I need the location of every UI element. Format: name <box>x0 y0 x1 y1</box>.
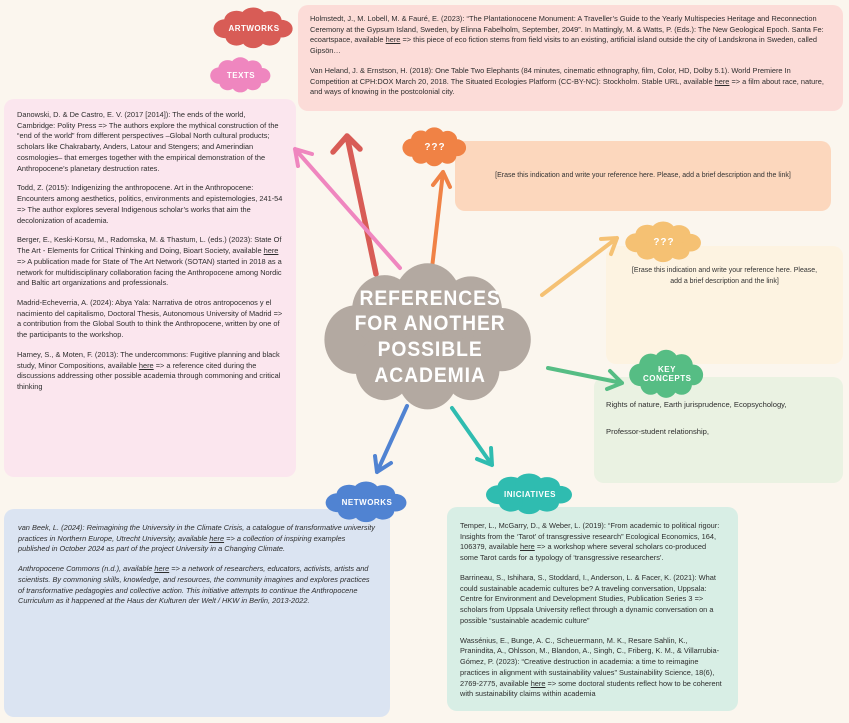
placeholder-text: [Erase this indication and write your re… <box>631 267 818 285</box>
arrow-to-artworks[interactable] <box>330 133 379 277</box>
paragraph: Anthropocene Commons (n.d.), available h… <box>18 564 370 606</box>
paragraph: REFERENCES <box>359 286 501 310</box>
paragraph: Berger, E., Keski-Korsu, M., Radomska, M… <box>17 235 282 288</box>
placeholder-text: [Erase this indication and write your re… <box>495 171 791 179</box>
cloud-iniciatives-label: INICIATIVES <box>503 489 557 499</box>
paragraph: Van Heland, J. & Ernstson, H. (2018): On… <box>310 65 824 97</box>
cloud-key-concepts-label: KEY CONCEPTS <box>643 365 692 383</box>
cloud-unknown2[interactable]: ??? <box>620 220 708 264</box>
cloud-key-concepts[interactable]: KEY CONCEPTS <box>624 348 710 400</box>
paragraph: Barrineau, S., Ishihara, S., Stoddard, I… <box>460 572 716 625</box>
cloud-networks-label: NETWORKS <box>341 497 393 507</box>
paragraph: van Beek, L. (2024): Reimagining the Uni… <box>18 523 375 554</box>
panel-placeholder-orange[interactable]: [Erase this indication and write your re… <box>455 141 831 211</box>
cloud-unknown1[interactable]: ??? <box>398 126 472 168</box>
paragraph: FOR ANOTHER <box>354 312 506 336</box>
paragraph: Todd, Z. (2015): Indigenizing the anthro… <box>17 183 283 225</box>
cloud-texts[interactable]: TEXTS <box>206 56 276 94</box>
arrow-to-unknown1[interactable] <box>430 170 452 270</box>
paragraph: Madrid-Echeverria, A. (2024): Abya Yala:… <box>17 298 283 340</box>
cloud-artworks[interactable]: ARTWORKS <box>208 6 300 50</box>
arrow-to-texts[interactable] <box>293 147 402 270</box>
arrow-to-iniciatives[interactable] <box>450 406 494 467</box>
paragraph: ACADEMIA <box>374 363 486 387</box>
cloud-iniciatives[interactable]: INICIATIVES <box>480 472 580 516</box>
paragraph: Wassénius, E., Bunge, A. C., Scheuermann… <box>460 635 722 699</box>
cloud-unknown1-label: ??? <box>424 141 446 153</box>
panel-placeholder-cream[interactable]: [Erase this indication and write your re… <box>606 246 843 364</box>
panel-iniciatives-references[interactable]: Temper, L., McGarry, D., & Weber, L. (20… <box>447 507 738 711</box>
cloud-networks[interactable]: NETWORKS <box>320 480 414 524</box>
panel-texts-references[interactable]: Danowski, D. & De Castro, E. V. (2017 [2… <box>4 99 296 477</box>
paragraph: Professor-student relationship, <box>606 427 709 436</box>
panel-artworks-references[interactable]: Holmstedt, J., M. Lobell, M. & Fauré, E.… <box>298 5 843 111</box>
paragraph: Danowski, D. & De Castro, E. V. (2017 [2… <box>17 110 279 173</box>
paragraph: Harney, S., & Moten, F. (2013): The unde… <box>17 349 281 392</box>
paragraph: Rights of nature, Earth jurisprudence, E… <box>606 400 787 409</box>
paragraph: Temper, L., McGarry, D., & Weber, L. (20… <box>460 521 720 563</box>
panel-networks-references[interactable]: van Beek, L. (2024): Reimagining the Uni… <box>4 509 390 717</box>
paragraph: POSSIBLE <box>377 338 483 361</box>
cloud-artworks-label: ARTWORKS <box>228 23 280 33</box>
cloud-texts-label: TEXTS <box>226 70 256 80</box>
cloud-unknown2-label: ??? <box>653 236 675 248</box>
panel-key-concepts[interactable]: Rights of nature, Earth jurisprudence, E… <box>594 377 843 483</box>
paragraph: Holmstedt, J., M. Lobell, M. & Fauré, E.… <box>310 14 824 56</box>
